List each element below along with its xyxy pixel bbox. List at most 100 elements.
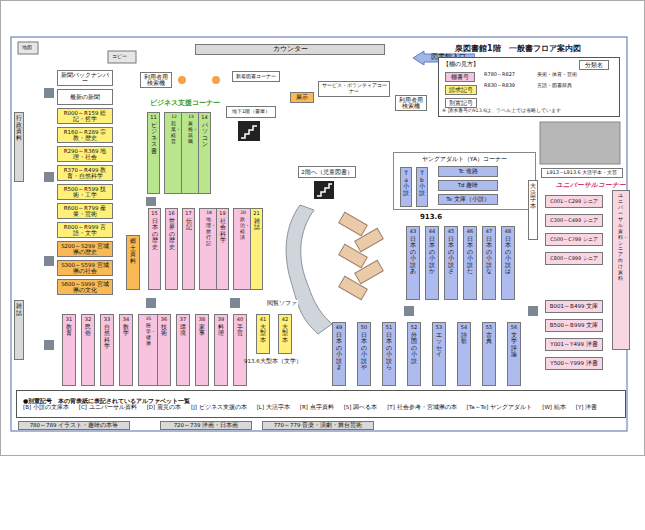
shelf-number: 42 bbox=[282, 317, 288, 323]
vertical-label: 詩歌 bbox=[461, 332, 467, 345]
alphabet-legend: ●別置記号 本の背表紙に表記されているアルファベット一覧[B] 小説の文庫本[C… bbox=[16, 390, 626, 418]
vertical-label: 大型本 bbox=[260, 324, 266, 344]
vertical-label: 教育 bbox=[66, 324, 72, 337]
vertical-label: Ta小説 bbox=[403, 170, 409, 196]
label-text: サービス・ボランティアコーナー bbox=[321, 83, 387, 94]
shelf-number: 55 bbox=[486, 325, 492, 331]
shelf-row: S200～S299 宮城県の歴史 bbox=[57, 241, 113, 257]
shelf-row: C001～C299 シニア bbox=[545, 195, 603, 208]
corner-box: ヤングアダルト（YA）コーナー Ta小説 Tb小説 Tc 進路 Td 趣味 Te 文庫（小… bbox=[393, 152, 536, 210]
shelf-number: 53 bbox=[436, 325, 442, 331]
label-text: R500～R599 技術・工学 bbox=[60, 186, 110, 199]
shelf-number: 32 bbox=[85, 317, 91, 323]
vertical-label: Tb小説 bbox=[419, 170, 425, 196]
shelf-number: 35 bbox=[146, 317, 152, 322]
shelf-number: 41 bbox=[260, 317, 266, 323]
shelf-strip: 行政資料 bbox=[14, 112, 24, 182]
shelf-number: 13 bbox=[188, 115, 194, 120]
label-text: [D] 震災の本 bbox=[147, 404, 181, 411]
shelf-number: 33 bbox=[104, 317, 110, 323]
bookshelf: 19社会科学 bbox=[216, 208, 229, 290]
pillars bbox=[44, 88, 538, 350]
map-label: 地図 bbox=[22, 45, 32, 51]
bookshelf: 49日本の小説ま bbox=[332, 322, 346, 386]
map-label: ユニバーサルコーナー bbox=[556, 182, 626, 189]
vertical-label: 大型本 bbox=[282, 324, 288, 344]
key-sample-box: 棚番号 bbox=[445, 72, 475, 82]
shelf-number: 19 bbox=[219, 211, 225, 217]
bookshelf: 52外国の小説 bbox=[407, 322, 421, 386]
label-text: 新聞バックナンバー bbox=[60, 72, 110, 85]
shelf-row: R800～R999 言語・文学 bbox=[57, 222, 113, 238]
bookshelf: 21雑誌 bbox=[250, 208, 263, 290]
shelf-number: 54 bbox=[461, 325, 467, 331]
shelf-row: 2階へ（児童図書） bbox=[298, 166, 356, 178]
vertical-label: 文学評論 bbox=[511, 332, 517, 358]
shelf-row: 新聞バックナンバー bbox=[57, 70, 113, 86]
vertical-label: 政治・経済 bbox=[240, 217, 245, 241]
vertical-label: 古典 bbox=[486, 332, 492, 345]
label-text: [Y] 洋書 bbox=[576, 404, 597, 411]
shelf-number: 44 bbox=[429, 229, 435, 235]
label-text: B001～B499 文庫 bbox=[550, 303, 598, 309]
vertical-label: 日本の小説か bbox=[429, 236, 435, 276]
map-title: 泉図書館1階 一般書フロア案内図 bbox=[455, 43, 581, 54]
bookshelf: 48日本の小説は bbox=[501, 226, 515, 300]
bookshelf: 32民俗 bbox=[81, 314, 95, 386]
label-text: Te 文庫（小説） bbox=[446, 196, 490, 202]
vertical-label: 世界の歴史 bbox=[169, 218, 175, 251]
bookshelf: 35医学・健康 bbox=[138, 314, 159, 386]
bookshelf: 54詩歌 bbox=[457, 322, 471, 386]
label-text: R160～R289 宗教・歴史 bbox=[60, 129, 110, 142]
heading-text: ヤングアダルト（YA）コーナー bbox=[396, 155, 533, 162]
shelf-row: R500～R599 技術・工学 bbox=[57, 184, 113, 200]
shelf-strip: 雑誌 bbox=[14, 300, 24, 360]
shelf-number: 14 bbox=[201, 115, 207, 121]
label-text: 請求記号 bbox=[449, 87, 473, 93]
label-text: 棚番号 bbox=[451, 74, 469, 80]
shelf-row: 利用者用検索機 bbox=[395, 95, 427, 111]
vertical-label: 日本の小説や bbox=[361, 332, 367, 372]
bookshelf: 53エッセイ bbox=[432, 322, 446, 386]
vertical-label: 雑誌 bbox=[16, 303, 22, 316]
vertical-label: 日本の小説ま bbox=[336, 332, 342, 372]
vertical-label: パソコン bbox=[202, 122, 208, 148]
vertical-label: エッセイ bbox=[436, 332, 442, 358]
shelf-number: 20 bbox=[240, 211, 246, 216]
shelf-row: Td 趣味 bbox=[438, 180, 498, 191]
shelf-row: 780～789 イラスト・趣味の本等 bbox=[18, 421, 130, 430]
shelf-number: 51 bbox=[386, 325, 392, 331]
shelf-number: 39 bbox=[218, 317, 224, 323]
bookshelf: 45日本の小説さ bbox=[444, 226, 458, 300]
bookshelf: 11ビジネス書 bbox=[147, 112, 160, 194]
label-text: [C] ユニバーサル資料 bbox=[79, 404, 137, 411]
bookshelf: 17伝記 bbox=[182, 208, 195, 290]
vertical-label: 数学 bbox=[123, 324, 129, 337]
label-text: [T] 社会参考・宮城県の本 bbox=[387, 404, 456, 411]
label-text: S300～S599 宮城県の社会 bbox=[60, 262, 110, 275]
label-text: [W] 絵本 bbox=[542, 404, 565, 411]
shelf-number: 50 bbox=[361, 325, 367, 331]
vertical-label: 日本の小説は bbox=[505, 236, 511, 276]
shelf-row: Tc 進路 bbox=[438, 166, 498, 177]
label-text: R600～R799 産業・芸術 bbox=[60, 205, 110, 218]
bookshelf: 39料理 bbox=[214, 314, 228, 386]
shelf-row: 最新の新聞 bbox=[57, 89, 113, 105]
vertical-label: ユニバーサル資料・シニア向け資料 bbox=[618, 193, 623, 282]
vertical-label: 外国の小説 bbox=[411, 332, 417, 365]
label-text: 地下1階（書庫） bbox=[232, 109, 270, 115]
shelf-row: Te 文庫（小説） bbox=[438, 194, 498, 205]
shelf-row: 展示 bbox=[290, 92, 314, 103]
vertical-label: 社会科学 bbox=[220, 218, 226, 244]
label-text: [B] 小説の文庫本 bbox=[23, 404, 69, 411]
bookshelf: 38家事 bbox=[195, 314, 209, 386]
shelf-row: R160～R289 宗教・歴史 bbox=[57, 127, 113, 143]
vertical-label: 大活字本 bbox=[530, 183, 536, 209]
bookshelf: 36技術 bbox=[157, 314, 171, 386]
bookshelf: 51日本の小説ら bbox=[382, 322, 396, 386]
vertical-label: 起業・経営 bbox=[171, 121, 176, 145]
shelf-row: B500～B999 文庫 bbox=[545, 319, 603, 332]
label-text: C001～C299 シニア bbox=[550, 199, 597, 205]
label-text: R370～R499 教育・自然科学 bbox=[60, 167, 110, 180]
label-text: [S] 調べる本 bbox=[344, 404, 378, 411]
